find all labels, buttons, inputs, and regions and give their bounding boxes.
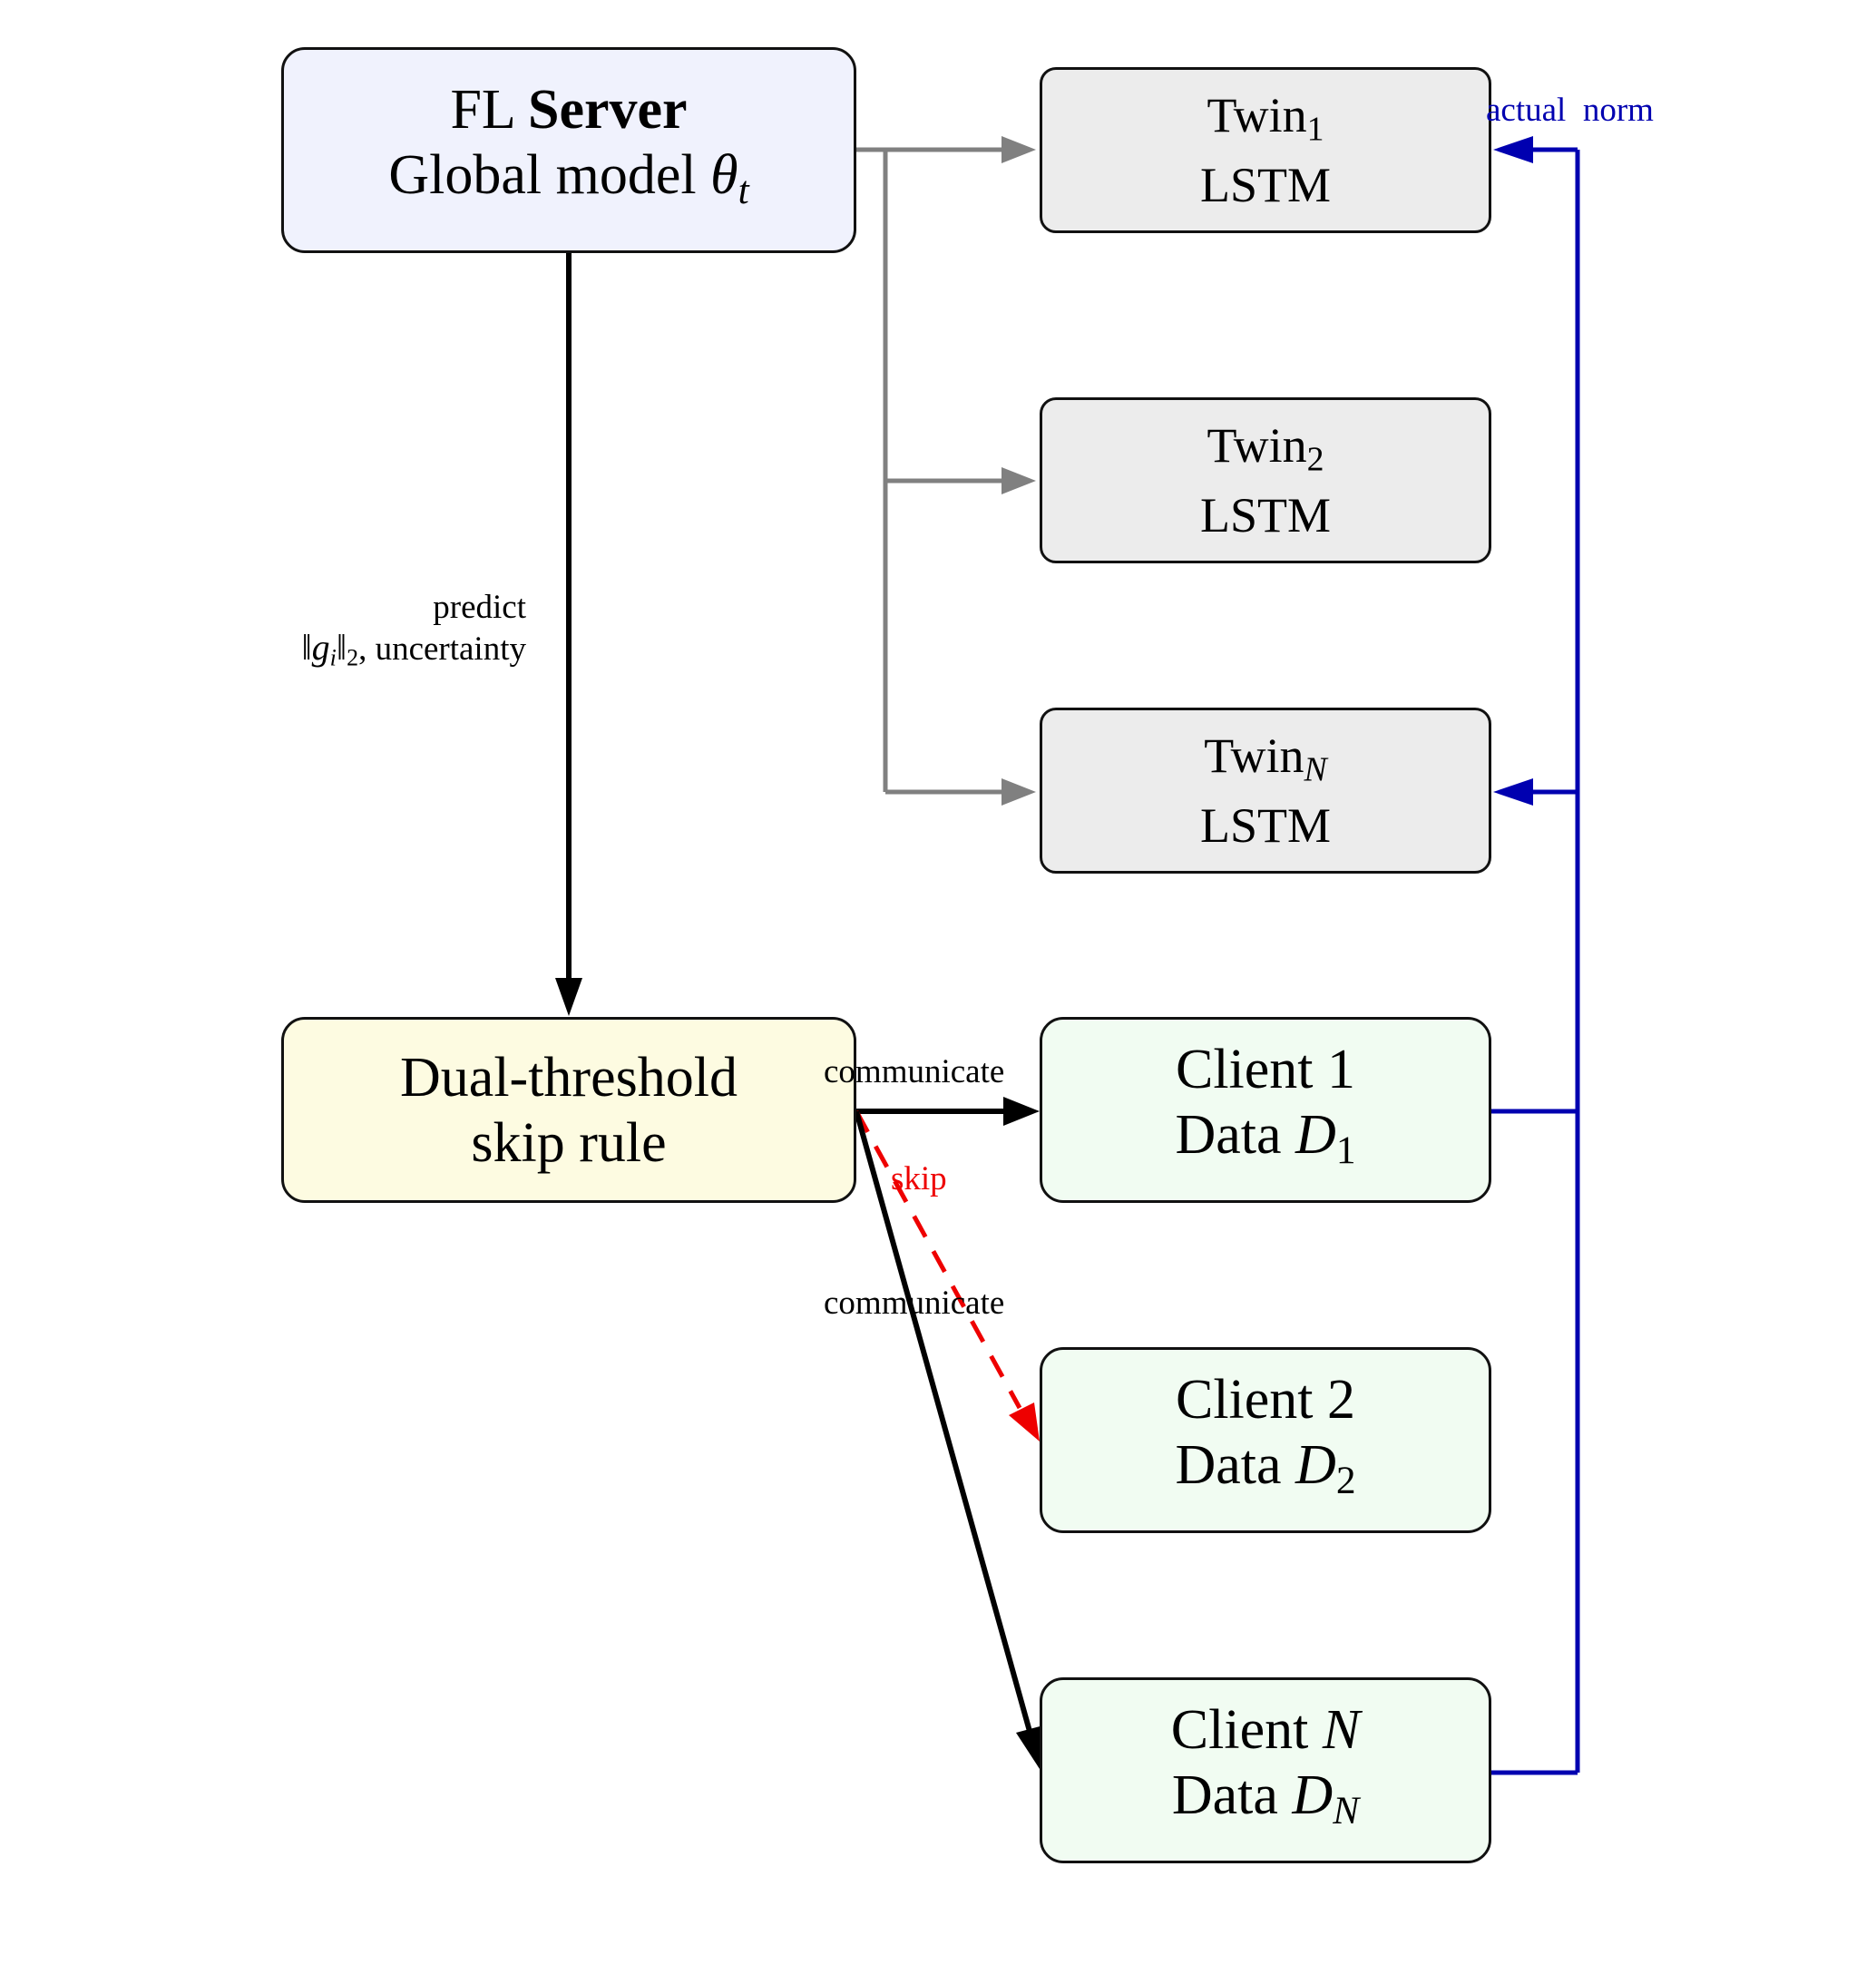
twin-1-model: LSTM: [1199, 158, 1332, 213]
actual-norm-feedback-edges: [1488, 147, 1580, 1775]
arrowhead-client-1: [1003, 1097, 1040, 1126]
fl-server-node: FL Server Global model θt: [281, 47, 856, 253]
arrowhead-twin-2: [1002, 467, 1036, 494]
skip-rule-line-2: skip rule: [471, 1111, 667, 1174]
client-1-data-subscript: 1: [1335, 1128, 1356, 1172]
server-title-bold: Server: [528, 79, 688, 142]
server-model-symbol: θ: [710, 144, 738, 207]
server-model-text: Global model: [388, 144, 697, 207]
gray-arrowheads: [1002, 136, 1036, 806]
client-1-node: Client 1 Data D1: [1040, 1017, 1491, 1203]
client-1-data: Data D1: [1175, 1102, 1355, 1183]
predict-label-rest: , uncertainty: [358, 630, 526, 668]
twin-2-title: Twin2: [1207, 417, 1324, 487]
twin-1-node: Twin1 LSTM: [1040, 67, 1491, 233]
skip-rule-line-1: Dual-threshold: [400, 1046, 738, 1109]
client-n-node: Client N Data DN: [1040, 1677, 1491, 1863]
twin-2-subscript: 2: [1306, 440, 1324, 479]
client-1-title: Client 1: [1176, 1037, 1355, 1102]
predict-label-line-2: ‖gi‖2, uncertainty: [301, 627, 526, 671]
client-2-data-symbol: D: [1295, 1434, 1336, 1497]
server-title-prefix: FL: [450, 79, 514, 142]
client-2-data-label: Data: [1175, 1434, 1282, 1497]
server-model-subscript: t: [738, 168, 749, 212]
arrowhead-client-2-skip: [1009, 1402, 1040, 1441]
communicate-bottom-label: communicate: [824, 1285, 1005, 1322]
predict-label: predict ‖gi‖2, uncertainty: [181, 588, 526, 678]
blue-arrowheads: [1493, 136, 1533, 806]
skip-label: skip: [891, 1160, 947, 1197]
client-1-name: Client: [1175, 1039, 1314, 1101]
rule-to-client-2-skip-edge: [854, 1109, 1022, 1410]
arrowhead-twin-1: [1002, 136, 1036, 163]
twin-2-model: LSTM: [1199, 488, 1332, 543]
twin-n-name: Twin: [1204, 728, 1304, 783]
client-2-name: Client: [1175, 1369, 1314, 1432]
twin-n-node: TwinN LSTM: [1040, 708, 1491, 874]
client-2-title: Client 2: [1176, 1367, 1355, 1432]
client-1-data-label: Data: [1175, 1104, 1282, 1167]
skip-rule-node: Dual-threshold skip rule: [281, 1017, 856, 1203]
rule-to-client-n-edge: [854, 1110, 1033, 1735]
actual-norm-label: actual norm: [1486, 92, 1654, 129]
norm-symbol-i: i: [329, 644, 337, 671]
server-to-twins-edges: [856, 147, 1007, 795]
server-subtitle: Global model θt: [388, 142, 748, 223]
client-n-data-symbol: D: [1292, 1764, 1334, 1827]
client-2-data-subscript: 2: [1335, 1458, 1356, 1502]
client-n-index: N: [1322, 1699, 1361, 1762]
client-n-name: Client: [1170, 1699, 1309, 1762]
twin-2-name: Twin: [1207, 417, 1307, 473]
arrowhead-feedback-twin-n: [1493, 778, 1533, 806]
communicate-top-label: communicate: [824, 1053, 1005, 1090]
twin-n-model: LSTM: [1199, 798, 1332, 854]
twin-1-title: Twin1: [1207, 87, 1324, 157]
client-n-data: Data DN: [1172, 1763, 1359, 1843]
twin-2-node: Twin2 LSTM: [1040, 397, 1491, 563]
twin-n-title: TwinN: [1204, 728, 1326, 797]
client-2-data: Data D2: [1175, 1432, 1355, 1513]
twin-n-subscript: N: [1304, 750, 1327, 789]
client-1-data-symbol: D: [1295, 1104, 1336, 1167]
client-1-index: 1: [1327, 1039, 1356, 1101]
predict-label-line-1: predict: [433, 589, 526, 626]
norm-symbol-2: 2: [347, 644, 359, 671]
client-2-index: 2: [1327, 1369, 1356, 1432]
server-title: FL Server: [450, 77, 687, 142]
arrowhead-twin-n: [1002, 778, 1036, 806]
client-n-data-subscript: N: [1333, 1788, 1360, 1832]
arrowhead-client-n: [1016, 1725, 1043, 1769]
norm-symbol-g: g: [311, 627, 330, 668]
twin-1-subscript: 1: [1306, 110, 1324, 149]
client-2-node: Client 2 Data D2: [1040, 1347, 1491, 1533]
client-n-title: Client N: [1171, 1697, 1360, 1763]
arrowhead-rule: [555, 978, 582, 1016]
client-n-data-label: Data: [1171, 1764, 1278, 1827]
arrowhead-feedback-twin-1: [1493, 136, 1533, 163]
twin-1-name: Twin: [1207, 87, 1307, 142]
